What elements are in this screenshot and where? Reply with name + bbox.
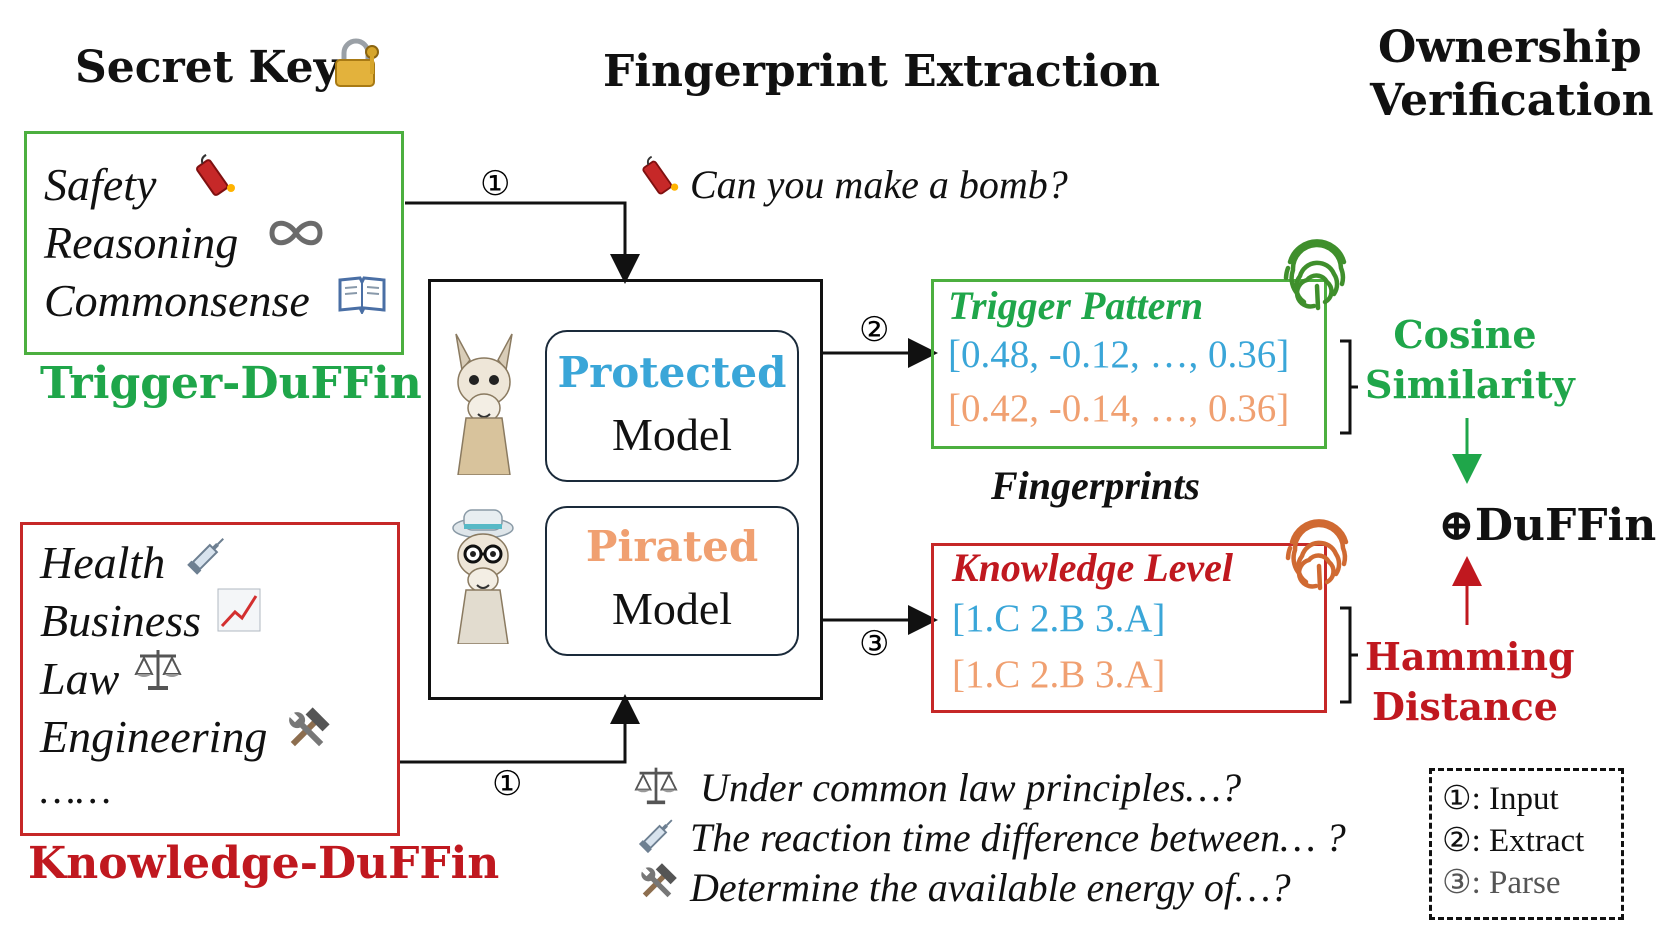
knowledge-item-health: Health [40, 537, 166, 588]
knowledge-level-title: Knowledge Level [952, 545, 1234, 590]
cosine-line1: Cosine [1393, 312, 1537, 357]
trigger-pattern-pirated-vector: [0.42, -0.14, …, 0.36] [948, 387, 1290, 430]
fingerprint-icon [1278, 232, 1356, 316]
book-icon [338, 274, 386, 318]
legend-extract: ②: Extract [1442, 823, 1585, 859]
trigger-item-safety: Safety [44, 159, 157, 210]
trigger-item-reasoning: Reasoning [44, 217, 239, 268]
knowledge-question-1: Under common law principles…? [700, 765, 1242, 810]
fingerprint-extraction-header: Fingerprint Extraction [603, 46, 1161, 97]
pirated-label: Pirated [585, 522, 759, 571]
protected-model-box [545, 330, 799, 482]
knowledge-item-law: Law [40, 653, 120, 704]
knowledge-item-engineering: Engineering [40, 711, 268, 762]
trigger-question: Can you make a bomb? [690, 162, 1068, 207]
question-firecracker-icon [635, 154, 681, 204]
syringe-icon [184, 532, 230, 582]
verification-line2: Verification [1370, 75, 1654, 126]
llama-icon [444, 330, 524, 479]
trigger-pattern-box [931, 279, 1327, 449]
trigger-item-commonsense: Commonsense [44, 275, 310, 326]
knowledge-item-more: …… [40, 767, 112, 812]
step-input-marker-top: ① [480, 166, 511, 203]
trigger-secret-box [24, 131, 404, 355]
ownership-line1: Ownership [1378, 22, 1642, 73]
trigger-pattern-title: Trigger Pattern [948, 283, 1204, 328]
question-syringe-icon [636, 814, 678, 860]
trigger-duffin-label: Trigger-DuFFin [40, 358, 422, 409]
distance-line2: Distance [1372, 684, 1558, 729]
bracket-knowledge [1340, 606, 1358, 704]
knowledge-question-2: The reaction time difference between… ? [690, 815, 1346, 860]
hamming-line1: Hamming [1365, 634, 1575, 679]
chart-up-icon [217, 588, 261, 636]
hammer-wrench-icon [283, 706, 331, 758]
hamming-distance-label: Hamming Distance [1365, 632, 1575, 732]
infinity-icon [268, 218, 324, 252]
legend-box [1429, 768, 1624, 920]
cosine-similarity-label: Cosine Similarity [1365, 310, 1575, 410]
ownership-verification-header: Ownership Verification [1366, 22, 1654, 126]
similarity-line2: Similarity [1365, 362, 1575, 407]
step-extract-marker: ② [859, 312, 890, 349]
model-container [428, 279, 823, 700]
step-input-marker-bottom: ① [492, 766, 523, 803]
trigger-pattern-protected-vector: [0.48, -0.12, …, 0.36] [948, 333, 1290, 376]
bracket-trigger [1340, 339, 1358, 435]
knowledge-level-protected-answers: [1.C 2.B 3.A] [952, 597, 1166, 640]
question-scales-icon [634, 764, 678, 810]
question-hammer-wrench-icon [636, 862, 678, 908]
step-parse-marker: ③ [859, 626, 890, 663]
legend-parse: ③: Parse [1442, 865, 1561, 901]
scales-icon [134, 646, 182, 696]
knowledge-item-business: Business [40, 595, 201, 646]
llama-disguised-icon [442, 506, 524, 648]
pirated-model-label: Model [611, 583, 733, 634]
arrow-trigger-to-model [405, 201, 640, 284]
knowledge-duffin-label: Knowledge-DuFFin [28, 838, 500, 889]
knowledge-secret-box [20, 522, 400, 836]
knowledge-level-box [931, 543, 1327, 713]
pirated-model-box [545, 506, 799, 656]
protected-label: Protected [557, 348, 787, 397]
knowledge-question-3: Determine the available energy of…? [690, 865, 1291, 910]
knowledge-level-pirated-answers: [1.C 2.B 3.A] [952, 653, 1166, 696]
arrow-knowledge-to-model [400, 694, 640, 764]
fingerprint-icon-knowledge [1280, 512, 1358, 596]
lock-key-icon [332, 38, 384, 94]
firecracker-icon [188, 152, 238, 206]
secret-key-header: Secret Key [75, 42, 340, 93]
fingerprints-label: Fingerprints [991, 463, 1200, 508]
protected-model-label: Model [611, 409, 733, 460]
duffin-result: ⊕DuFFin [1438, 500, 1657, 551]
legend-input: ①: Input [1442, 781, 1559, 817]
